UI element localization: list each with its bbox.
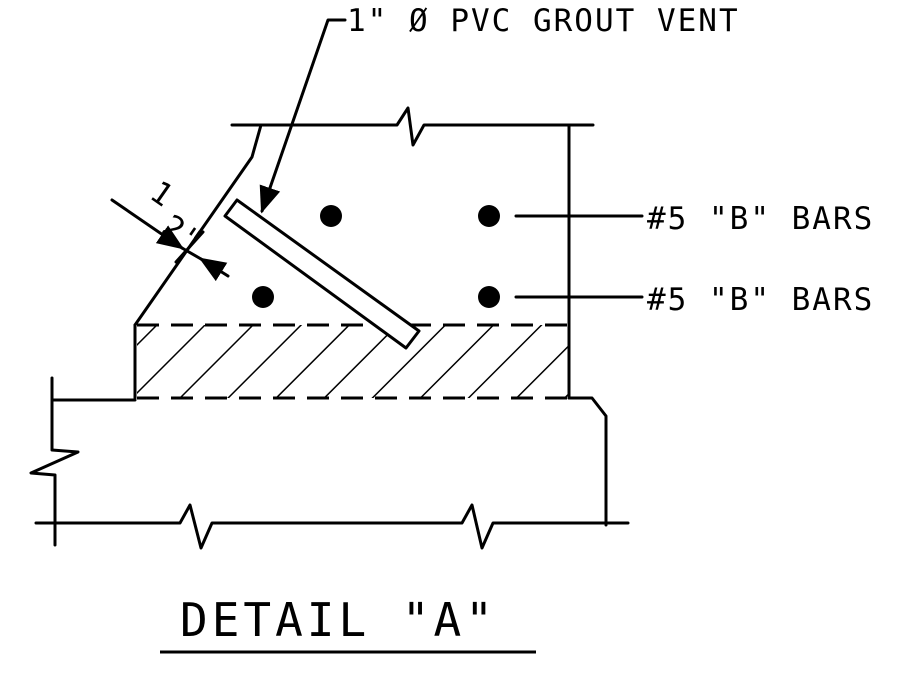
rebar-dot (252, 286, 274, 308)
pvc-grout-vent (223, 198, 421, 350)
cover-dimension-fraction: 2" (155, 208, 210, 261)
bar-label-top: #5 "B" BARS (647, 201, 874, 237)
detail-title: DETAIL "A" (180, 593, 497, 647)
cover-dimension: 1 2" (110, 174, 230, 282)
slab-outline (29, 376, 630, 550)
leader-lines (259, 18, 644, 299)
grout-vent-label: 1" Ø PVC GROUT VENT (347, 3, 740, 39)
rebar-dots (252, 205, 500, 308)
rebar-dot (478, 205, 500, 227)
rebar-dot (478, 286, 500, 308)
cap-outline (133, 106, 595, 400)
bar-label-bottom: #5 "B" BARS (647, 282, 874, 318)
rebar-dot (320, 205, 342, 227)
grout-bed (133, 323, 569, 400)
